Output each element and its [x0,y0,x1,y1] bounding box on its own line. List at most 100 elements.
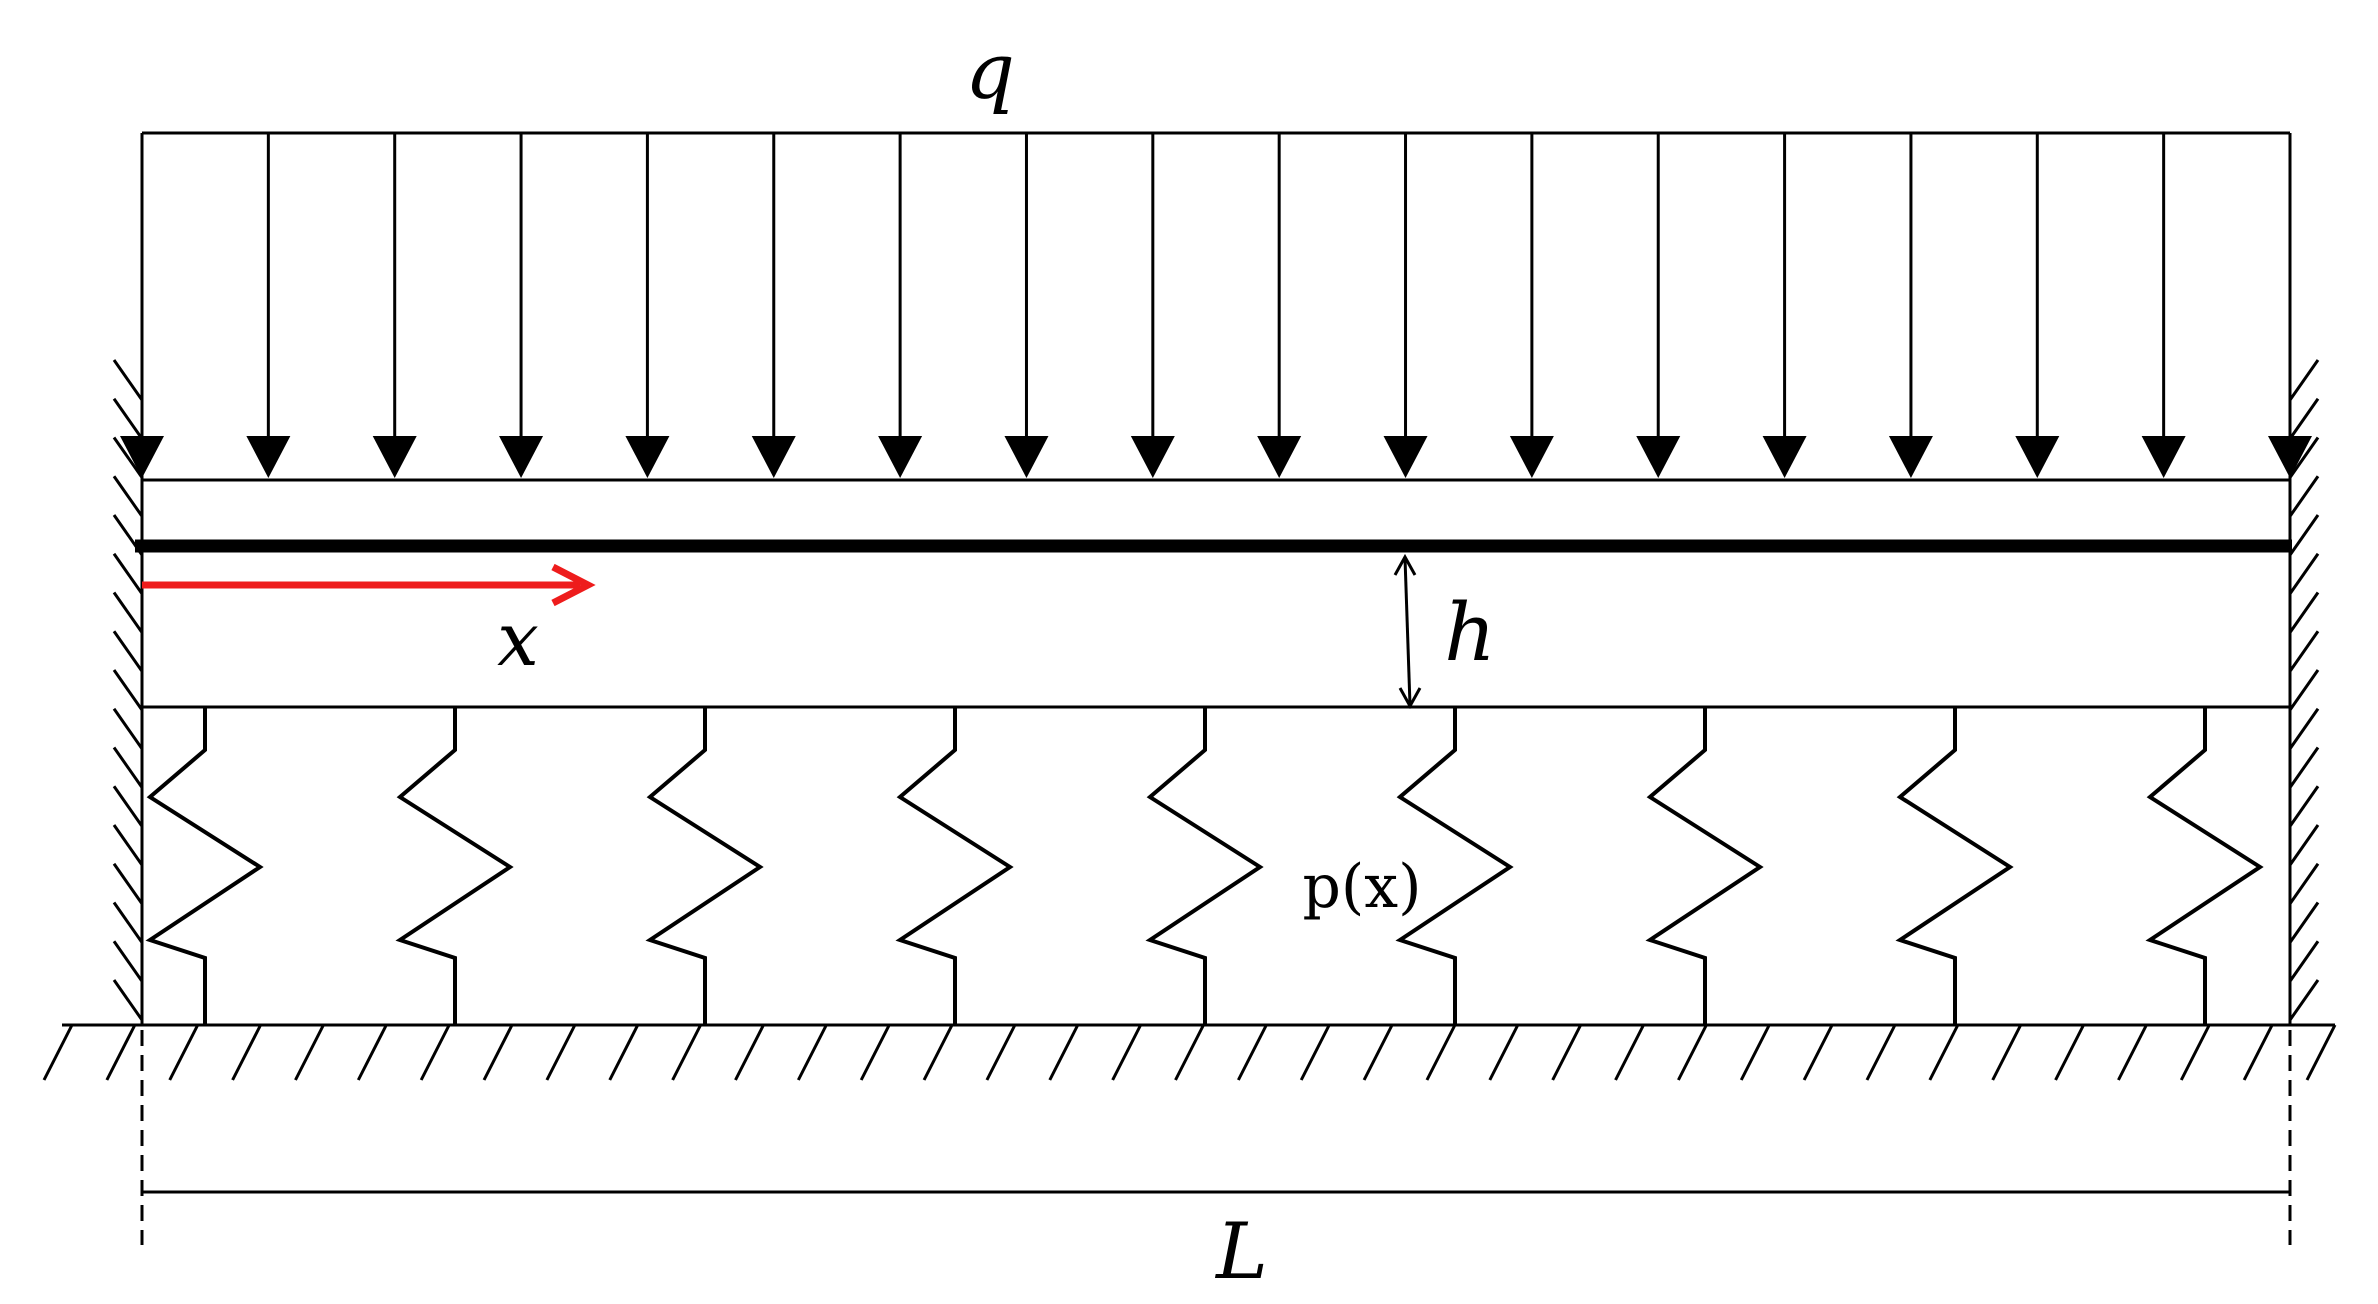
load-arrowhead [2015,436,2060,478]
hatch-mark [2288,979,2320,1021]
load-arrow [1004,133,1049,478]
hatch-mark [112,630,144,673]
load-arrow [1509,133,1554,478]
hatch-mark [2288,630,2320,673]
foundation-label: p(x) [1302,852,1421,922]
load-arrow [372,133,417,478]
hatch-mark [112,746,144,789]
spring [395,708,514,1025]
hatch-mark [2179,1024,2211,1081]
hatch-mark [231,1024,262,1081]
hatch-mark [112,475,144,518]
hatch-mark [1802,1024,1834,1081]
hatch-mark [2288,940,2320,983]
load-arrowhead [1130,436,1175,478]
hatch-mark [859,1024,891,1081]
hatch-mark [1614,1024,1645,1081]
thickness-line [1403,557,1412,706]
hatch-mark [2288,901,2320,944]
hatch-mark [2288,707,2320,750]
hatch-mark [985,1024,1017,1081]
hatch-mark [112,979,144,1021]
load-arrowhead [499,436,544,478]
hatch-mark [112,940,144,983]
load-arrowhead [1888,436,1933,478]
hatch-mark [1488,1024,1520,1081]
load-arrows [120,133,2312,478]
thickness-arrowhead-top [1393,553,1417,576]
hatch-mark [1928,1024,1960,1081]
load-arrow [878,133,923,478]
load-arrow [1130,133,1175,478]
hatch-mark [2054,1024,2085,1081]
thickness-arrowhead-bottom [1398,687,1422,710]
hatch-mark [482,1024,514,1081]
load-arrow [246,133,291,478]
hatch-mark [1551,1024,1583,1081]
spring [1395,708,1514,1025]
load-arrowhead [1257,436,1302,478]
spring [1895,708,2014,1025]
x-axis-arrowhead [551,563,596,607]
length-label: L [1214,1207,1268,1297]
hatch-mark [1237,1024,1268,1081]
hatch-mark [2288,359,2320,401]
hatch-mark [1111,1024,1142,1081]
hatch-mark [1865,1024,1897,1081]
hatch-mark [1362,1024,1394,1081]
hatch-mark [922,1024,954,1081]
load-arrowhead [625,436,670,478]
load-arrow [1762,133,1807,478]
hatch-mark [1174,1024,1205,1081]
spring [1145,708,1264,1025]
left-wall [112,359,144,1025]
hatch-mark [112,824,144,866]
load-arrow [2015,133,2060,478]
hatch-mark [1299,1024,1331,1081]
hatch-mark [112,669,144,711]
load-arrow [1888,133,1933,478]
hatch-mark [2288,475,2320,518]
hatch-mark [2288,514,2320,556]
hatch-mark [1677,1024,1708,1081]
spring [645,708,764,1025]
hatch-mark [112,552,144,595]
elastic-foundation-springs [145,708,2264,1025]
distributed-load [120,131,2312,478]
hatch-mark [112,785,144,828]
hatch-mark [112,397,144,440]
plate [135,478,2292,709]
load-arrowhead [1636,436,1681,478]
right-wall [2288,359,2320,1025]
hatch-mark [356,1024,388,1081]
hatch-mark [1739,1024,1771,1081]
ground-hatch [42,1024,2337,1081]
length-dimension [140,1030,2292,1245]
load-arrowhead [1383,436,1428,478]
thickness-dimension [1393,553,1422,710]
hatch-mark [112,591,144,634]
hatch-mark [2242,1024,2274,1081]
hatch-mark [2288,746,2320,789]
hatch-mark [2288,552,2320,595]
hatch-mark [1425,1024,1457,1081]
load-label: q [965,27,1015,117]
hatch-mark [2305,1024,2337,1081]
hatch-mark [112,901,144,944]
spring [145,708,264,1025]
hatch-mark [1048,1024,1080,1081]
right-wall-hatch [2288,359,2320,1021]
load-arrowhead [2141,436,2186,478]
load-arrow [625,133,670,478]
hatch-mark [734,1024,765,1081]
spring [895,708,1014,1025]
hatch-mark [294,1024,325,1081]
hatch-mark [2288,591,2320,634]
load-arrow [1636,133,1681,478]
hatch-mark [112,359,144,401]
hatch-mark [112,436,144,479]
hatch-mark [2288,862,2320,905]
hatch-mark [2288,397,2320,440]
hatch-mark [2288,669,2320,711]
